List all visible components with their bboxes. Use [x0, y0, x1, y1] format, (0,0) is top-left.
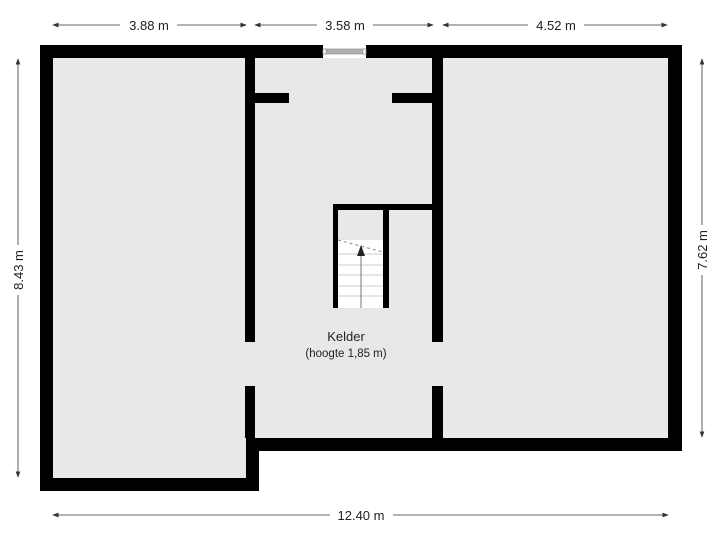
- floor-area: [53, 58, 668, 478]
- dimension-top-3: 4.52 m: [536, 18, 576, 33]
- dimension-right-label: 7.62 m: [695, 230, 710, 270]
- dimension-top-1: 3.88 m: [129, 18, 169, 33]
- stair-up-arrow-icon: [357, 245, 365, 256]
- dimension-top-2: 3.58 m: [325, 18, 365, 33]
- interior-walls: [245, 58, 443, 438]
- dimension-left-label: 8.43 m: [11, 250, 26, 290]
- window: [322, 48, 367, 55]
- room-height: (hoogte 1,85 m): [305, 348, 386, 360]
- room-name: Kelder: [327, 329, 365, 344]
- stair: [333, 204, 433, 308]
- outer-walls: [40, 45, 682, 491]
- dimension-bottom-label: 12.40 m: [338, 508, 385, 523]
